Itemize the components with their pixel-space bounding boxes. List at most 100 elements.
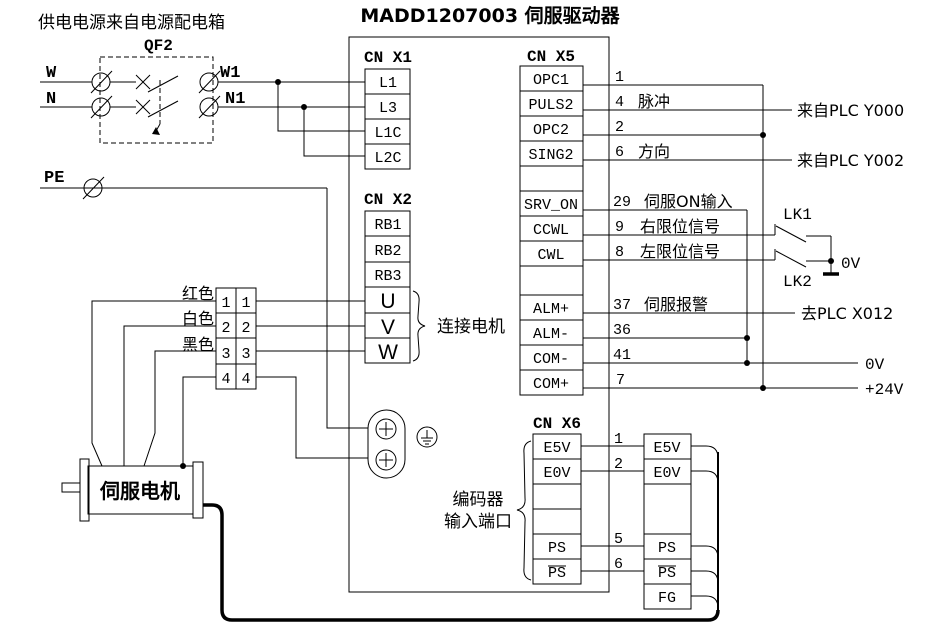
pin-cwl: CWL	[537, 247, 564, 264]
pin-com-plus: COM+	[533, 376, 569, 393]
wire-red	[91, 300, 216, 467]
pin-desc-right-limit: 右限位信号	[640, 217, 720, 236]
pin-l1: L1	[379, 75, 397, 92]
pin-number: 9	[615, 219, 624, 236]
pin-sing2: SING2	[528, 147, 573, 164]
plc-y002-label: 来自PLC Y002	[797, 151, 904, 170]
plc-y000-label: 来自PLC Y000	[797, 101, 904, 120]
pin-srv-on: SRV_ON	[524, 197, 578, 214]
pin-ps: PS	[658, 540, 676, 557]
lk2-label: LK2	[783, 273, 812, 291]
cn-x5-wiring: LK1 LK2 0V 来自PLC Y000 来自PLC Y002 去PLC X0…	[583, 84, 904, 399]
pin-opc1: OPC1	[533, 72, 569, 89]
pin-number: 36	[613, 322, 631, 339]
pin-desc-pulse: 脉冲	[638, 92, 670, 111]
power-source-label: 供电电源来自电源配电箱	[38, 13, 225, 33]
line-w1-label: W1	[220, 64, 240, 83]
wire	[691, 445, 719, 459]
limit-0v-label: 0V	[841, 255, 861, 273]
terminal-slash-icon	[198, 70, 221, 94]
pin-puls2: PULS2	[528, 97, 573, 114]
cn-x5-pin-annotations: 1 4 脉冲 2 6 方向 29 伺服ON输入 9 右限位信号 8 左限位信号 …	[613, 69, 733, 389]
motor-flange	[79, 458, 90, 522]
pin-number: 2	[614, 456, 623, 473]
terminal-slash-icon	[82, 176, 105, 200]
zero-volt-label: 0V	[865, 356, 885, 374]
terminal-number: 1	[221, 295, 230, 312]
screw-icon	[375, 449, 397, 471]
pin-e0v: E0V	[543, 465, 570, 482]
motor-terminal-block: 1 2 3 4 1 2 3 4 红色 白色 黑色	[91, 284, 368, 469]
pin-e5v: E5V	[653, 440, 680, 457]
terminal-number: 1	[241, 295, 250, 312]
cn-x6-label: CN X6	[533, 415, 581, 433]
pin-com-minus: COM-	[533, 351, 569, 368]
terminal-slash-icon	[90, 95, 113, 119]
ground-screw-plate	[367, 409, 406, 479]
wire-ground	[182, 376, 216, 466]
pin-v: V	[381, 316, 395, 339]
wire-color-red: 红色	[182, 284, 214, 303]
contact-x-icon	[135, 74, 151, 90]
pin-desc-servo-on: 伺服ON输入	[644, 192, 733, 211]
wire-white	[123, 325, 216, 466]
breaker-name: QF2	[144, 37, 173, 55]
cn-x5-box	[519, 65, 584, 396]
terminal-number: 4	[241, 371, 250, 388]
encoder-note-line2: 输入端口	[444, 512, 512, 532]
encoder-note-line1: 编码器	[453, 490, 504, 510]
wire-color-black: 黑色	[182, 335, 214, 354]
connector-cn-x2: CN X2 RB1 RB2 RB3 U V W 连接电机	[364, 191, 505, 364]
pin-rb2: RB2	[374, 243, 401, 260]
terminal-number: 4	[221, 371, 230, 388]
junction-dot	[760, 132, 766, 138]
pin-number: 41	[613, 347, 631, 364]
junction-dot	[828, 258, 834, 264]
breaker-dashed-box	[99, 56, 214, 144]
terminal-slash-icon	[198, 95, 221, 119]
pe-line: PE	[40, 169, 368, 429]
contact-x-icon	[135, 99, 151, 115]
limit-switch-lk2-blade	[775, 250, 807, 268]
pin-desc-left-limit: 左限位信号	[640, 242, 720, 261]
brace-icon	[412, 290, 426, 362]
motor-endcap	[192, 461, 204, 519]
pin-w: W	[378, 341, 398, 364]
earth-symbol-icon	[416, 426, 438, 448]
wire	[691, 470, 719, 484]
pin-number: 29	[613, 194, 631, 211]
cn-x1-label: CN X1	[364, 49, 412, 67]
wire	[691, 570, 719, 584]
switch-blade-icon	[147, 75, 179, 93]
breaker-qf2: QF2 W N W1 N1	[40, 37, 365, 157]
pin-ccwl: CCWL	[533, 222, 569, 239]
pin-fg: FG	[658, 590, 676, 607]
cn-x2-label: CN X2	[364, 191, 412, 209]
wire	[691, 545, 719, 559]
cn-x5-label: CN X5	[527, 48, 575, 66]
pin-ps: PS	[548, 540, 566, 557]
lk1-label: LK1	[783, 206, 812, 224]
junction-dot	[744, 335, 750, 341]
switch-blade-icon	[147, 100, 179, 118]
pin-desc-direction: 方向	[638, 142, 670, 161]
servo-motor: 伺服电机	[61, 458, 204, 522]
pin-l1c: L1C	[374, 125, 401, 142]
pin-alm-plus: ALM+	[533, 301, 569, 318]
pin-rb3: RB3	[374, 268, 401, 285]
pin-e0v: E0V	[653, 465, 680, 482]
wire-ground	[256, 376, 368, 459]
servo-drive-box	[348, 36, 610, 593]
encoder-cable-run	[203, 503, 720, 622]
pin-u: U	[380, 290, 395, 313]
ground-terminals	[367, 409, 438, 479]
pin-ps-bar: PS	[548, 565, 566, 582]
pin-ps-bar: PS	[658, 565, 676, 582]
connector-cn-x1: CN X1 L1 L3 L1C L2C	[364, 49, 412, 170]
line-n-label: N	[46, 90, 56, 109]
limit-switch-lk1-blade	[775, 225, 807, 243]
brace-icon	[516, 440, 532, 581]
connector-cn-x5: CN X5 OPC1 PULS2 OPC2 SING2 SRV_ON CCWL …	[519, 48, 584, 396]
screw-icon	[375, 418, 397, 440]
